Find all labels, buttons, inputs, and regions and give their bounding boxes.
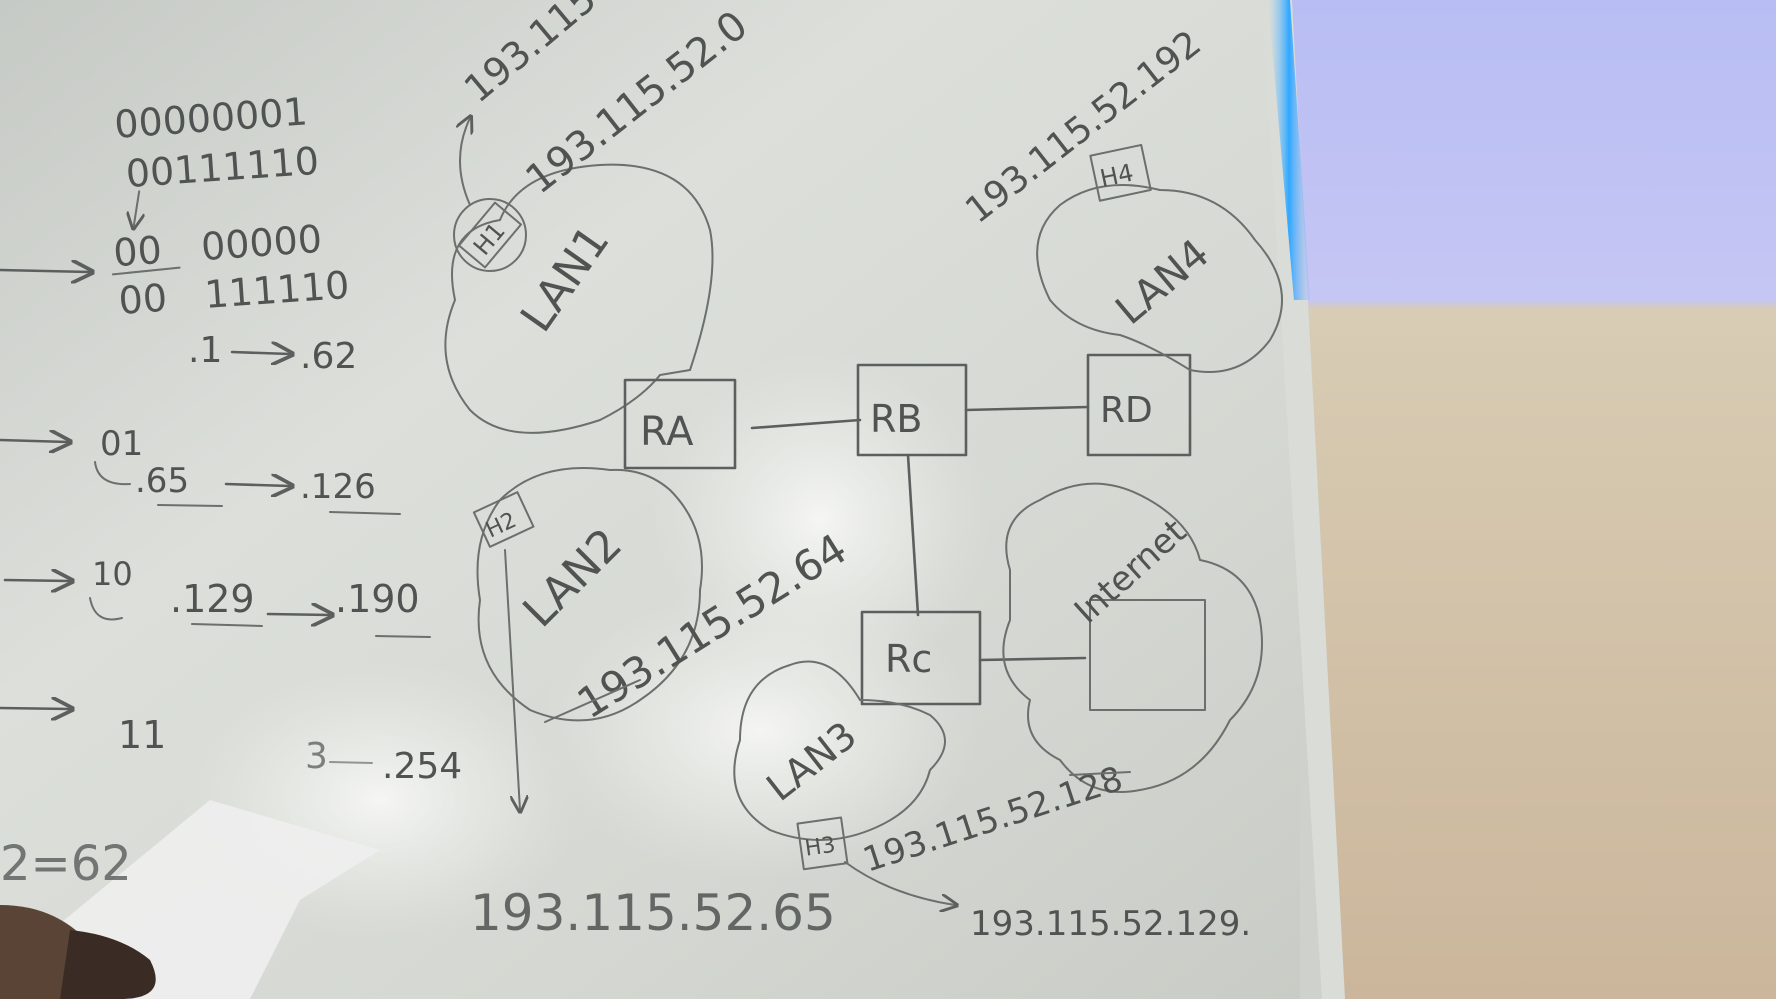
range-4: 11 3 .254 xyxy=(0,708,462,787)
range-3-to: .190 xyxy=(335,577,420,621)
lan2-cloud xyxy=(476,467,703,722)
range-3-arrow xyxy=(266,614,330,615)
range-2-underline-from xyxy=(157,504,223,507)
router-rc-label: Rc xyxy=(885,637,932,681)
svg-text:H3: H3 xyxy=(803,833,837,862)
partial-equation: 2=62 xyxy=(0,836,132,892)
svg-text:H4: H4 xyxy=(1098,159,1136,193)
h3-arrow xyxy=(844,861,955,905)
range-2-from: .65 xyxy=(135,461,189,501)
ip-h2: 193.115.52.65 xyxy=(470,884,836,942)
range-1-arrow xyxy=(230,352,290,354)
router-rb-label: RB xyxy=(870,397,922,441)
h1-arrow xyxy=(460,118,470,206)
link-ra-rb xyxy=(750,418,862,430)
h1-circle xyxy=(453,198,527,272)
range-3-underline-from xyxy=(191,623,263,627)
router-rd-label: RD xyxy=(1100,390,1153,431)
lan2-strikethrough xyxy=(544,679,641,723)
range-3-hook xyxy=(89,597,123,621)
range-3-underline-to xyxy=(375,635,431,638)
ip-h3: 193.115.52.129. xyxy=(970,904,1251,944)
lan1-cloud xyxy=(444,163,714,434)
range-2-hook xyxy=(94,461,131,486)
arrow-row-3 xyxy=(0,270,90,272)
range-4-bits: 11 xyxy=(118,713,166,757)
lan3-underline xyxy=(1069,771,1131,776)
projection-wall xyxy=(1290,0,1776,999)
binary-row-3-rest: 00000 xyxy=(200,217,324,269)
arrow-down xyxy=(131,190,141,226)
range-2: 01 .65 .126 xyxy=(0,424,401,515)
binary-row-4-rest: 111110 xyxy=(203,263,351,317)
router-rc xyxy=(860,610,982,706)
link-rc-internet xyxy=(978,656,1087,662)
underline-00 xyxy=(111,266,181,276)
range-4-arrow xyxy=(329,761,373,764)
binary-row-3-prefix: 00 xyxy=(112,228,163,275)
h4-host: H4 xyxy=(1089,143,1152,202)
range-4-lead-arrow xyxy=(0,708,70,709)
range-2-underline-to xyxy=(329,511,401,515)
range-3-from: .129 xyxy=(170,577,255,621)
range-3-lead-arrow xyxy=(3,580,70,581)
window-reflection-lower xyxy=(540,580,980,880)
binary-row-4-prefix: 00 xyxy=(117,276,168,323)
router-ra xyxy=(623,378,737,470)
range-1: .1 .62 xyxy=(188,330,357,377)
board-frame xyxy=(1262,0,1345,999)
h2-arrow xyxy=(504,549,520,810)
range-2-arrow xyxy=(224,484,290,486)
range-4-from: 3 xyxy=(305,736,328,777)
lan4-cloud xyxy=(1036,184,1283,373)
range-4-to: .254 xyxy=(382,746,462,787)
internet-cloud xyxy=(1002,482,1263,793)
range-3: 10 .129 .190 xyxy=(3,555,431,638)
range-2-bits: 01 xyxy=(100,424,143,464)
range-1-to: .62 xyxy=(300,336,357,377)
range-3-bits: 10 xyxy=(92,555,133,593)
blue-light-edge xyxy=(1268,0,1310,300)
range-2-lead-arrow xyxy=(0,440,68,442)
range-2-to: .126 xyxy=(300,467,376,507)
link-rb-rd xyxy=(964,405,1090,412)
lan3-cloud xyxy=(733,660,946,841)
router-rd xyxy=(1086,353,1192,457)
h3-host: H3 xyxy=(796,816,849,871)
internet-inner-box xyxy=(1089,599,1206,711)
router-ra-label: RA xyxy=(640,409,694,455)
link-rb-rc xyxy=(906,453,920,617)
range-1-from: .1 xyxy=(188,330,222,371)
hand-fingers xyxy=(60,930,156,999)
